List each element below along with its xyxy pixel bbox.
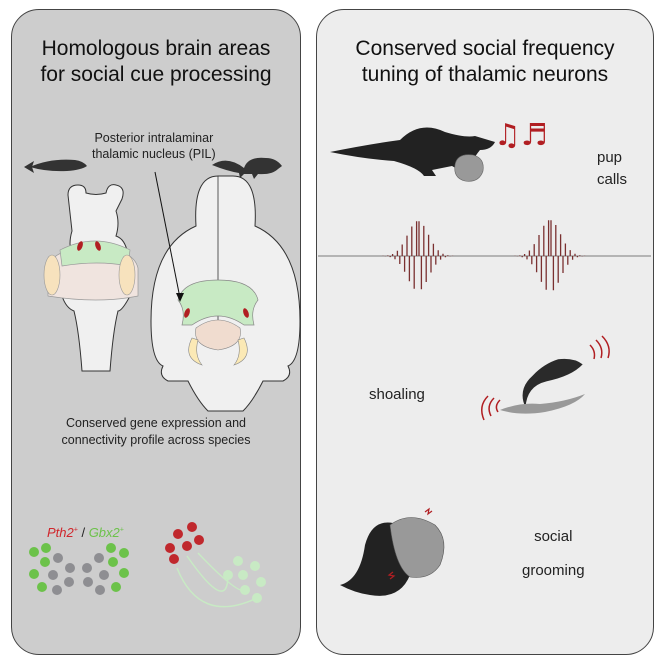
projection-line: [186, 555, 229, 592]
pth2-sup: +: [73, 526, 78, 534]
gbx2-sup: +: [119, 526, 124, 534]
gbx2-text: Gbx2: [88, 525, 120, 540]
pth2-cell: [169, 554, 179, 564]
fish-grey: [500, 394, 585, 414]
gene-expression-text: Conserved gene expression and connectivi…: [12, 415, 300, 449]
unlabeled-cell: [82, 563, 92, 573]
gene-text-line1: Conserved gene expression and: [66, 416, 246, 430]
cell-clusters: [29, 522, 266, 608]
pup-calls-label: pup calls: [597, 147, 627, 191]
double-positive-cell: [119, 548, 129, 558]
social-grooming-line2: grooming: [522, 562, 585, 579]
gene-text-line2: connectivity profile across species: [61, 433, 251, 447]
unlabeled-cell: [83, 577, 93, 587]
zebrafish-brain: [43, 184, 139, 372]
unlabeled-cell: [53, 553, 63, 563]
double-positive-cell: [119, 568, 129, 578]
left-title: Homologous brain areas for social cue pr…: [12, 36, 300, 88]
double-positive-cell: [40, 557, 50, 567]
right-title-line2: tuning of thalamic neurons: [361, 63, 609, 86]
pil-label-line2: thalamic nucleus (PIL): [92, 147, 216, 161]
pil-arrow: [154, 171, 181, 299]
pup-calls-line1: pup: [597, 149, 623, 166]
unlabeled-cell: [48, 570, 58, 580]
shoaling-label: shoaling: [369, 386, 425, 403]
social-grooming-line1: social: [534, 528, 573, 545]
vibration-marks-bottom: [481, 395, 501, 421]
pil-label-line1: Posterior intralaminar: [94, 131, 214, 145]
marker-legend: Pth2+ / Gbx2+: [47, 525, 124, 540]
right-title: Conserved social frequency tuning of tha…: [317, 36, 653, 88]
fish-dark: [522, 358, 583, 408]
unlabeled-cell: [99, 570, 109, 580]
rat-silhouette: [330, 127, 495, 176]
double-positive-cell: [111, 582, 121, 592]
unlabeled-cell: [65, 563, 75, 573]
gbx2-cell: [256, 577, 266, 587]
gbx2-cell: [233, 556, 243, 566]
pup-silhouette: [454, 154, 484, 182]
gbx2-cell: [238, 570, 248, 580]
marker-separator: /: [77, 525, 89, 540]
double-positive-cell: [106, 543, 116, 553]
zebrafish-silhouette: [24, 159, 87, 173]
gbx2-cell: [250, 561, 260, 571]
projection-line: [176, 567, 258, 608]
vibration-marks-top: [589, 335, 610, 360]
music-notes-icon: ♫♬: [494, 118, 548, 153]
mouse-brain: [150, 175, 301, 412]
left-title-line2: for social cue processing: [40, 63, 272, 86]
left-title-line1: Homologous brain areas: [41, 37, 271, 60]
tactile-marks: [387, 507, 433, 580]
pup-calls-line2: calls: [597, 171, 628, 188]
unlabeled-cell: [95, 585, 105, 595]
pth2-cell: [173, 529, 183, 539]
waveform-trace: [382, 220, 586, 291]
pth2-cell: [194, 535, 204, 545]
social-waveform: [382, 220, 586, 291]
pth2-cell: [165, 543, 175, 553]
pth2-label: Pth2+: [47, 525, 78, 540]
right-title-line1: Conserved social frequency: [355, 37, 615, 60]
projection-line: [197, 552, 246, 592]
unlabeled-cell: [64, 577, 74, 587]
unlabeled-cell: [94, 553, 104, 563]
pth2-text: Pth2: [47, 525, 74, 540]
pil-arrowhead: [176, 293, 184, 302]
pth2-cell: [187, 522, 197, 532]
grooming-rat-grey: [389, 517, 445, 578]
pth2-cell: [182, 541, 192, 551]
double-positive-cell: [41, 543, 51, 553]
pil-label: Posterior intralaminar thalamic nucleus …: [92, 130, 216, 162]
unlabeled-cell: [52, 585, 62, 595]
double-positive-cell: [108, 557, 118, 567]
mouse-silhouette: [212, 157, 282, 179]
gbx2-label: Gbx2+: [89, 525, 124, 540]
double-positive-cell: [29, 547, 39, 557]
double-positive-cell: [37, 582, 47, 592]
double-positive-cell: [29, 569, 39, 579]
social-grooming-label: social grooming: [522, 520, 585, 588]
